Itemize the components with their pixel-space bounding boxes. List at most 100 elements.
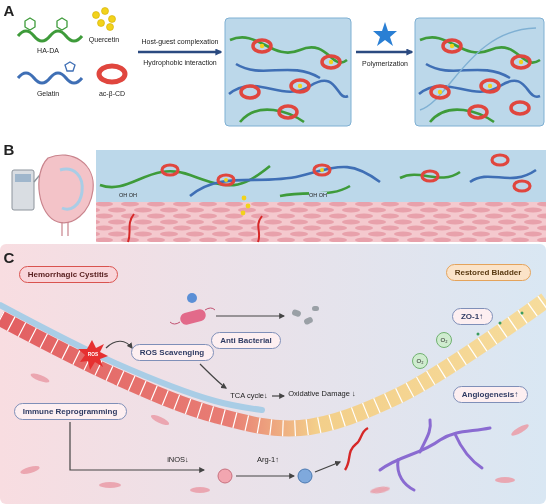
process-label: Host-guest complexation bbox=[141, 38, 218, 46]
bacterium bbox=[170, 308, 215, 326]
ros-label: ROS bbox=[88, 352, 98, 357]
art-path bbox=[419, 81, 540, 97]
bacteria-fragments bbox=[291, 306, 319, 325]
panel-letter: B bbox=[4, 142, 15, 159]
art-ellipse bbox=[150, 413, 171, 427]
art-ellipse bbox=[443, 40, 461, 52]
component-label: ac-β-CD bbox=[99, 90, 125, 98]
art-circle bbox=[109, 16, 116, 23]
art-circle bbox=[519, 60, 523, 64]
art-path bbox=[100, 166, 270, 187]
art-circle bbox=[102, 8, 109, 15]
leader-arrow bbox=[315, 462, 340, 472]
macrophage-m2 bbox=[298, 469, 312, 483]
effect-pill: ROS Scavenging bbox=[131, 344, 214, 361]
leader-arrow bbox=[216, 315, 284, 316]
art-ellipse bbox=[469, 106, 487, 118]
art-circle bbox=[488, 84, 492, 88]
art-circle bbox=[438, 90, 442, 94]
hydrogel-bead bbox=[187, 293, 197, 303]
art-ellipse bbox=[512, 56, 530, 68]
art-path bbox=[190, 167, 380, 196]
group-label: OH OH bbox=[309, 192, 327, 198]
node-text: Hemorrhagic Cystitis bbox=[28, 270, 109, 279]
art-ellipse bbox=[291, 80, 309, 92]
art-ellipse bbox=[431, 86, 449, 98]
leader-arrow bbox=[272, 395, 284, 396]
oxygen-label: O₂ bbox=[417, 358, 424, 365]
art-path bbox=[229, 81, 348, 97]
art-rect bbox=[179, 308, 207, 326]
art-ellipse bbox=[514, 181, 530, 191]
quercetin-dots bbox=[93, 8, 116, 31]
effect-label: Oxidative Damage ↓ bbox=[288, 390, 356, 398]
art-ellipse bbox=[30, 372, 51, 384]
art-path bbox=[420, 420, 430, 452]
hydrogel-band bbox=[96, 150, 546, 202]
quercetin-dots bbox=[260, 44, 333, 88]
hydrogel-box bbox=[225, 18, 351, 126]
art-ellipse bbox=[322, 56, 340, 68]
component-label: Gelatin bbox=[37, 90, 59, 98]
bladder bbox=[39, 155, 93, 223]
art-ellipse bbox=[492, 155, 508, 165]
component-label: HA-DA bbox=[37, 47, 59, 55]
art-path bbox=[420, 28, 536, 110]
art-ellipse bbox=[422, 171, 438, 181]
art-circle bbox=[260, 44, 264, 48]
node-text: Angiogenesis↑ bbox=[462, 390, 519, 399]
art-ellipse bbox=[253, 40, 271, 52]
art-rect bbox=[312, 306, 319, 311]
leader-arrow bbox=[236, 475, 294, 476]
node-text: ROS Scavenging bbox=[140, 348, 205, 357]
group-label: OH OH bbox=[119, 192, 137, 198]
process-label: Hydrophobic interaction bbox=[143, 59, 217, 67]
art-path bbox=[236, 64, 320, 78]
node-text: Restored Bladder bbox=[455, 268, 522, 277]
gelatin-chain bbox=[18, 73, 82, 83]
art-path bbox=[455, 434, 482, 468]
catechol-ring bbox=[25, 18, 35, 30]
ha-da-chain bbox=[18, 31, 82, 41]
effect-pill: ZO-1↑ bbox=[452, 308, 493, 325]
node-text: Immune Reprogramming bbox=[23, 407, 118, 416]
component-label: Quercetin bbox=[89, 36, 119, 44]
art-circle bbox=[298, 84, 302, 88]
marker-label: iNOS↓ bbox=[167, 456, 189, 464]
leader-arrow bbox=[70, 422, 204, 470]
status-pill: Hemorrhagic Cystitis bbox=[19, 266, 118, 283]
art-circle bbox=[241, 211, 246, 216]
art-ellipse bbox=[162, 165, 178, 175]
art-circle bbox=[477, 333, 480, 336]
art-circle bbox=[107, 24, 114, 31]
art-ellipse bbox=[279, 106, 297, 118]
blood-vessel bbox=[128, 214, 262, 242]
art-ellipse bbox=[510, 422, 530, 437]
art-ellipse bbox=[99, 482, 121, 488]
rings bbox=[241, 40, 340, 118]
oxygen-bubble bbox=[437, 333, 452, 348]
strands bbox=[419, 28, 540, 122]
process-arrow bbox=[356, 51, 412, 54]
effect-label: TCA cycle↓ bbox=[230, 392, 268, 400]
macrophage-m1 bbox=[218, 469, 232, 483]
art-ellipse bbox=[20, 465, 41, 476]
effect-pill: Immune Reprogramming bbox=[14, 403, 127, 420]
effect-pill: Angiogenesis↑ bbox=[453, 386, 528, 403]
tissue-band bbox=[96, 202, 546, 242]
marker-label: Arg-1↑ bbox=[257, 456, 279, 464]
cell-borders bbox=[0, 300, 546, 428]
light-star bbox=[373, 22, 397, 46]
oxygen-bubble bbox=[413, 354, 428, 369]
art-rect bbox=[291, 309, 302, 318]
hydrogel-box bbox=[415, 18, 544, 126]
art-rect bbox=[303, 316, 314, 325]
panel-letter: C bbox=[4, 250, 15, 267]
quercetin-dots bbox=[438, 44, 523, 94]
strands bbox=[229, 37, 348, 122]
process-label: Polymerization bbox=[362, 60, 408, 68]
art-circle bbox=[242, 196, 247, 201]
art-circle bbox=[329, 60, 333, 64]
